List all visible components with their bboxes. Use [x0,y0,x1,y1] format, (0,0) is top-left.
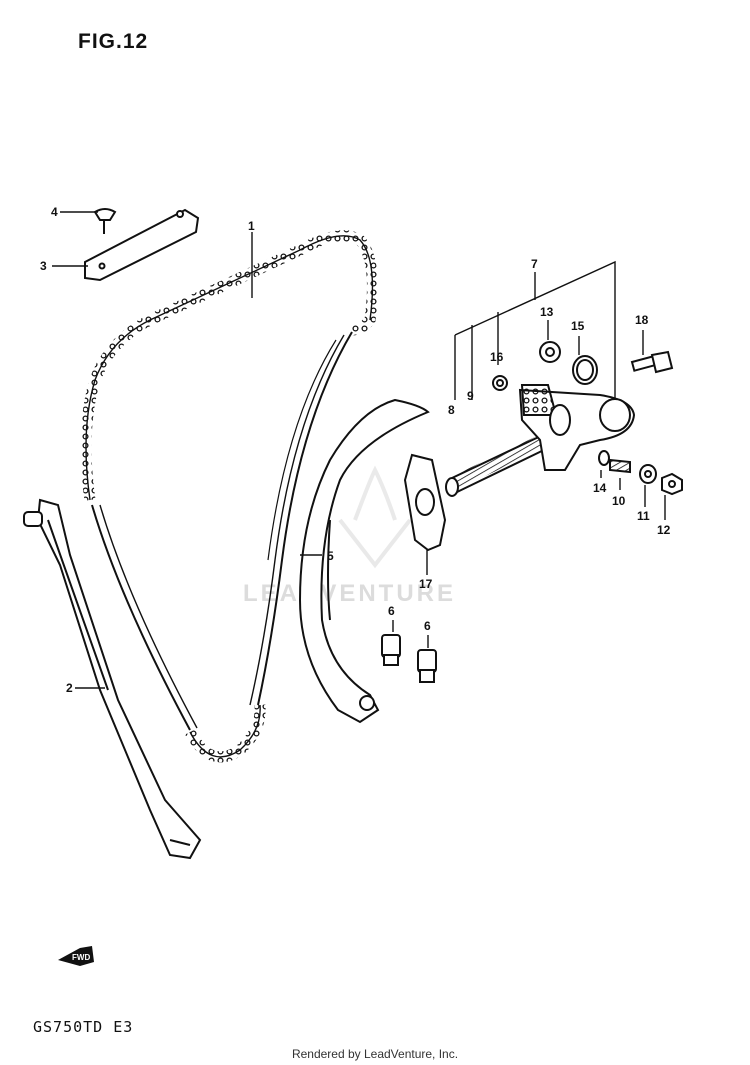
callout-8: 8 [448,403,455,417]
callout-16: 16 [490,350,504,364]
callout-6a: 6 [388,604,395,618]
callout-9: 9 [467,389,474,403]
tensioner-assembly [445,384,636,497]
dowel-pin-b [417,649,437,683]
callout-5: 5 [327,549,334,563]
callout-1: 1 [248,219,255,233]
chain-guide-rear [23,498,202,860]
gasket [403,453,447,552]
figure-title: FIG.12 [78,30,149,53]
callout-15: 15 [571,319,585,333]
callout-2: 2 [66,681,73,695]
forward-arrow-icon: FWD [58,946,94,966]
cam-chain [80,230,378,763]
leader-lines [52,211,666,689]
tensioner-hardware [492,341,683,496]
callout-11: 11 [637,509,650,523]
dowel-pin-a [381,634,401,666]
callout-7: 7 [531,257,538,271]
upper-guide-bar [84,208,200,282]
callout-14: 14 [593,481,607,495]
callout-13: 13 [540,305,554,319]
watermark-logo [338,465,412,569]
callout-18: 18 [635,313,649,327]
footer-credit: Rendered by LeadVenture, Inc. [291,1047,459,1061]
model-code: GS750TD E3 [33,1018,134,1036]
callout-10: 10 [612,494,626,508]
callout-17: 17 [419,577,433,591]
chain-tensioner-blade [298,398,430,724]
callout-4: 4 [51,205,58,219]
fwd-label: FWD [72,953,90,962]
callout-3: 3 [40,259,47,273]
callout-6b: 6 [424,619,431,633]
callout-12: 12 [657,523,671,537]
